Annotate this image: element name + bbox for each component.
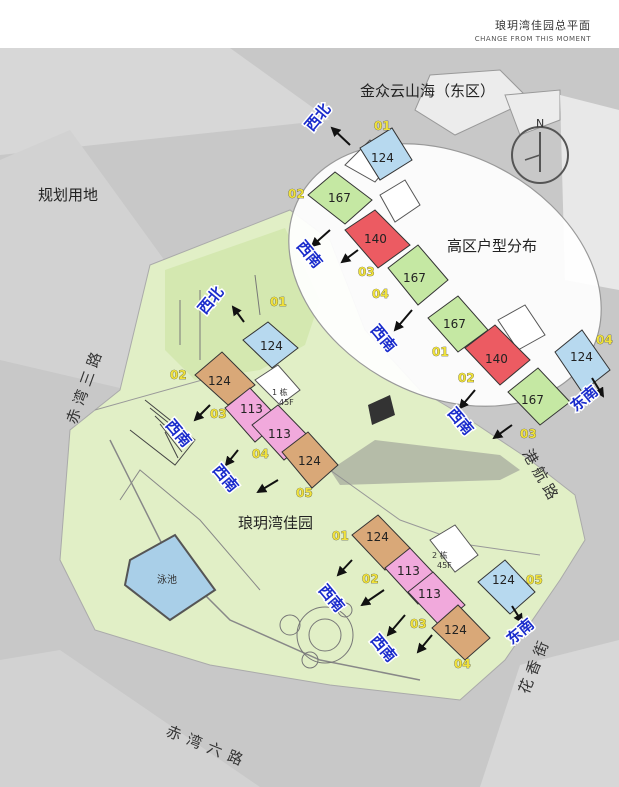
north-compass: N [511, 117, 569, 184]
svg-text:04: 04 [372, 287, 389, 301]
garden-feature [279, 602, 354, 669]
svg-text:03: 03 [210, 407, 227, 421]
svg-text:02: 02 [458, 371, 475, 385]
svg-text:140: 140 [364, 232, 387, 246]
svg-text:124: 124 [570, 350, 593, 364]
svg-text:01: 01 [432, 345, 449, 359]
unit-high-03: 140 03 [340, 209, 411, 279]
core [497, 304, 546, 351]
core [429, 524, 479, 573]
page-header: 琅玥湾佳园总平面 CHANGE FROM THIS MOMENT [0, 0, 619, 49]
planned-land-label: 规划用地 [38, 186, 98, 204]
svg-text:113: 113 [240, 402, 263, 416]
svg-text:124: 124 [208, 374, 231, 388]
svg-text:01: 01 [374, 119, 391, 133]
svg-text:02: 02 [362, 572, 379, 586]
svg-text:167: 167 [328, 191, 351, 205]
svg-text:167: 167 [443, 317, 466, 331]
svg-text:02: 02 [170, 368, 187, 382]
feature-strip [330, 440, 520, 485]
svg-text:124: 124 [366, 530, 389, 544]
svg-text:113: 113 [418, 587, 441, 601]
svg-text:04: 04 [454, 657, 471, 671]
svg-text:124: 124 [298, 454, 321, 468]
svg-text:167: 167 [403, 271, 426, 285]
core [379, 179, 421, 223]
svg-text:124: 124 [260, 339, 283, 353]
tower-element [368, 395, 395, 425]
svg-text:124: 124 [492, 573, 515, 587]
svg-text:01: 01 [332, 529, 349, 543]
high-zone-label: 高区户型分布 [447, 237, 537, 255]
block-bottom-right [480, 640, 619, 787]
unit-b2-04: 124 04 [416, 604, 491, 671]
building-1-floors: 45F [279, 398, 294, 407]
unit-b1-05: 124 05 [256, 431, 339, 500]
svg-text:124: 124 [371, 151, 394, 165]
svg-text:140: 140 [485, 352, 508, 366]
block-bottom-left [0, 650, 260, 787]
svg-text:113: 113 [397, 564, 420, 578]
project-label: 琅玥湾佳园 [238, 514, 313, 532]
svg-text:124: 124 [444, 623, 467, 637]
neighbor-building [414, 69, 531, 136]
svg-text:02: 02 [288, 187, 305, 201]
svg-text:05: 05 [526, 573, 543, 587]
page-title: 琅玥湾佳园总平面 [495, 19, 591, 32]
neighbor-label: 金众云山海（东区） [360, 82, 495, 100]
pool-label: 泳池 [157, 573, 177, 586]
svg-text:04: 04 [596, 333, 613, 347]
amphitheater [129, 399, 196, 466]
svg-text:01: 01 [270, 295, 287, 309]
svg-text:113: 113 [268, 427, 291, 441]
svg-text:05: 05 [296, 486, 313, 500]
building-2-label: 2 栋 [432, 550, 448, 560]
svg-text:04: 04 [252, 447, 269, 461]
compass-n-label: N [536, 117, 544, 130]
svg-text:03: 03 [520, 427, 537, 441]
unit-highb-03: 167 03 [492, 367, 571, 441]
pool: 泳池 [123, 533, 217, 622]
svg-text:167: 167 [521, 393, 544, 407]
block-top-left [0, 48, 330, 155]
site-path [119, 469, 261, 591]
building-1-label: 1 栋 [272, 387, 288, 397]
page-subtitle: CHANGE FROM THIS MOMENT [474, 35, 591, 43]
svg-text:03: 03 [358, 265, 375, 279]
building-2-floors: 45F [437, 561, 452, 570]
site-path [109, 439, 421, 681]
svg-text:03: 03 [410, 617, 427, 631]
site-path [179, 274, 261, 360]
site-plan-map: 泳池 N 金众云山海（东区） 规划用地 高区户型分布 琅玥湾佳园 赤湾三路 赤湾 [0, 48, 619, 787]
unit-b1-02: 124 02 [170, 351, 256, 406]
core [254, 364, 301, 406]
neighbor-building [504, 89, 561, 136]
